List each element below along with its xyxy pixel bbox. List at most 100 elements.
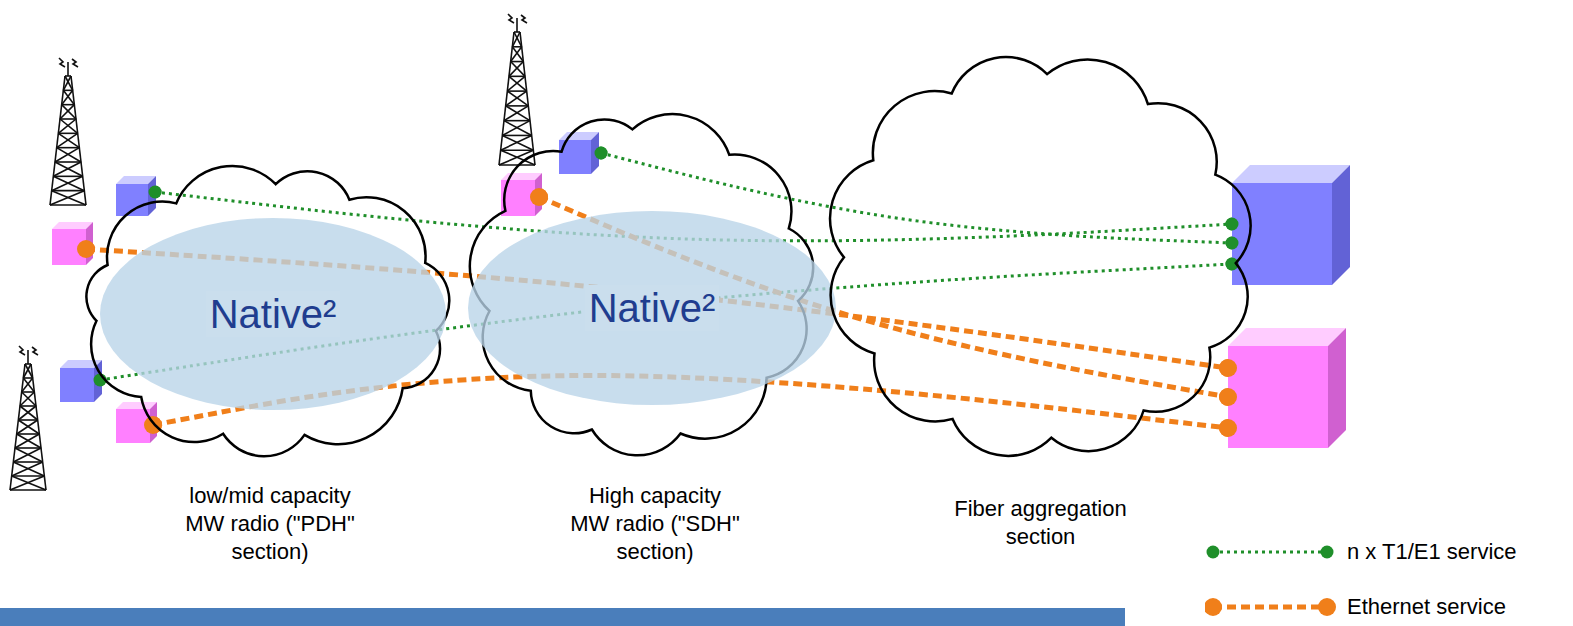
ellipse-fill (100, 218, 446, 410)
equipment-cube (559, 132, 599, 174)
tower-brace (58, 133, 79, 147)
tower-brace (507, 90, 526, 92)
footer-bar (0, 608, 1125, 626)
tower-brace (504, 106, 528, 121)
tower-brace (60, 119, 78, 133)
line-endpoint (530, 188, 548, 206)
cloud-border (830, 57, 1251, 456)
tower-brace (509, 62, 523, 77)
mast (516, 18, 518, 32)
tower-group (10, 14, 535, 490)
region-label: Native² (585, 285, 720, 331)
tower-brace (15, 434, 39, 448)
network-cloud: Fiber aggregation section (810, 40, 1270, 472)
tower-brace (53, 162, 81, 176)
tower-brace (62, 104, 75, 106)
tower-brace (18, 406, 36, 420)
tower-brace (62, 90, 73, 104)
tower-brace (10, 476, 44, 490)
tower-brace (511, 61, 524, 63)
tower-brace (20, 405, 36, 407)
line-endpoint (1219, 419, 1237, 437)
tower-brace (52, 190, 85, 192)
line-endpoint (595, 147, 608, 160)
line-endpoint (144, 416, 162, 434)
equipment-cube (1228, 328, 1346, 448)
tower-brace (60, 105, 74, 119)
signal-mark (19, 346, 38, 355)
line-endpoint (77, 240, 95, 258)
tower-brace (23, 364, 31, 378)
line-endpoint (1219, 359, 1237, 377)
tower-brace (506, 105, 529, 107)
cube-top (501, 173, 542, 180)
legend-line (1213, 605, 1327, 610)
tower-brace (58, 133, 77, 135)
tower-brace (502, 135, 531, 137)
region-label: Native² (206, 291, 341, 337)
legend-sample (1205, 540, 1337, 564)
tower-brace (506, 106, 530, 121)
section-label: High capacity MW radio ("SDH" section) (570, 482, 740, 566)
antenna-tower (10, 346, 46, 490)
line-endpoint (1226, 218, 1239, 231)
line-endpoint (1219, 359, 1237, 377)
legend-line (1213, 551, 1327, 554)
line-endpoint (149, 186, 162, 199)
cube-top (52, 222, 93, 229)
tower-brace (15, 447, 41, 449)
tower-brace (57, 147, 80, 149)
tower-brace (63, 76, 71, 90)
cube-front (60, 368, 94, 402)
signal-mark (508, 14, 527, 23)
tower-brace (514, 32, 522, 47)
tower-brace (58, 119, 76, 133)
line-endpoint (1219, 388, 1237, 406)
tower-brace (13, 461, 42, 463)
native-region: Native² (468, 211, 836, 405)
tower-brace (501, 149, 534, 151)
line-endpoint (1219, 388, 1237, 406)
tower-brace (17, 433, 40, 435)
tower-brace (507, 76, 525, 91)
cube-side (1328, 328, 1346, 448)
legend-row: Ethernet service (1205, 587, 1517, 626)
cloud-border (86, 166, 449, 456)
legend-dot (1205, 598, 1222, 616)
line-endpoint (1226, 237, 1239, 250)
tower-brace (22, 392, 36, 406)
cube-front (1228, 346, 1328, 448)
legend-dot (1318, 598, 1336, 616)
line-endpoint (144, 416, 162, 434)
legend-sample (1205, 595, 1337, 619)
section-label: low/mid capacity MW radio ("PDH" section… (185, 482, 355, 566)
ellipse-fill (468, 211, 836, 405)
tower-brace (509, 76, 525, 78)
tower-brace (55, 161, 81, 163)
tower-brace (53, 176, 82, 178)
equipment-cubes (52, 132, 1350, 448)
tower-brace (18, 420, 39, 434)
tower-brace (62, 105, 76, 119)
antenna-tower (499, 14, 535, 165)
tower-brace (23, 378, 34, 392)
section-label: Fiber aggregation section (943, 495, 1138, 551)
line-endpoint (149, 186, 162, 199)
network-cloud: low/mid capacity MW radio ("PDH" section… (62, 150, 472, 472)
tower-brace (65, 76, 73, 90)
tower-brace (20, 406, 38, 420)
cube-top (1228, 328, 1346, 346)
service-lines (77, 147, 1239, 438)
tower-brace (25, 364, 33, 378)
tower-brace (504, 120, 530, 122)
tower-brace (512, 32, 520, 47)
legend-text: Ethernet service (1347, 594, 1506, 620)
tower-brace (10, 489, 46, 491)
tower-brace (20, 392, 34, 406)
cube-front (1232, 183, 1332, 285)
tower-brace (12, 462, 43, 476)
line-endpoint (1226, 237, 1239, 250)
cube-side (1332, 165, 1350, 285)
tower-brace (17, 434, 41, 448)
